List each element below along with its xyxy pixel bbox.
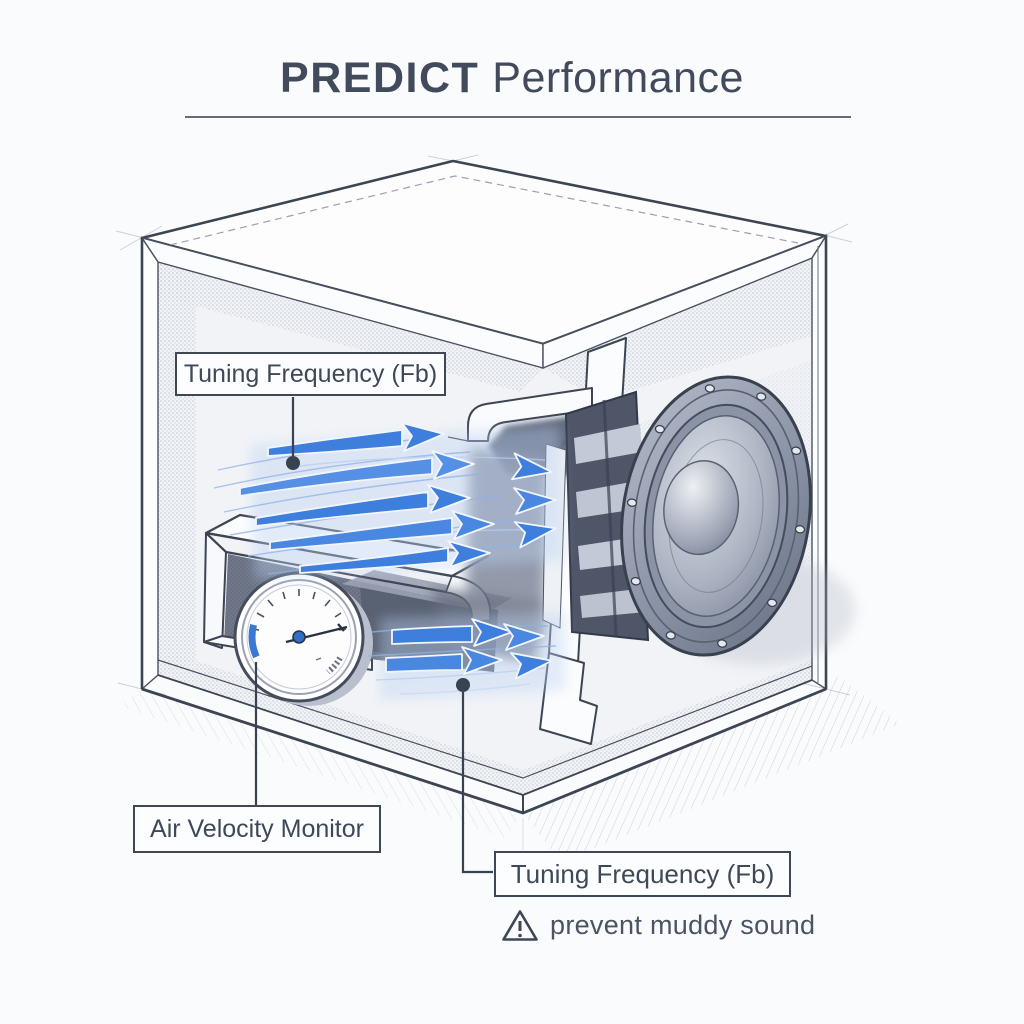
leader-line-tuning-bottom [461, 692, 493, 874]
leader-dot [286, 456, 300, 470]
warning-triangle-icon [502, 910, 538, 941]
callout-air-velocity-monitor: Air Velocity Monitor [133, 805, 381, 853]
gauge-blue-zone [248, 586, 350, 688]
callout-label: Tuning Frequency (Fb) [510, 858, 775, 889]
callout-leaders [254, 397, 493, 874]
gauge-hub [292, 630, 306, 644]
airflow-arrows-main [239, 422, 557, 574]
title-rest: Performance [492, 54, 744, 102]
mounting-bolts [626, 384, 806, 648]
airflow-arrows-lower [385, 618, 553, 680]
callout-label: Air Velocity Monitor [150, 814, 364, 843]
air-velocity-gauge [233, 571, 373, 706]
callout-label: Tuning Frequency (Fb) [183, 359, 438, 388]
speaker-driver [620, 375, 812, 657]
gauge-dense-ticks [326, 656, 343, 675]
leader-dot [456, 678, 470, 692]
ground-shadow-hatching [120, 676, 900, 862]
dust-cap [663, 460, 740, 556]
top-face-hidden-edge [169, 175, 799, 246]
left-wall-edge [141, 235, 159, 691]
callout-tuning-frequency-bottom: Tuning Frequency (Fb) [494, 851, 791, 897]
warning-text: prevent muddy sound [550, 910, 816, 940]
title-underline [185, 116, 851, 118]
title-emphasis: PREDICT [280, 54, 480, 102]
callout-tuning-frequency-top: Tuning Frequency (Fb) [175, 352, 446, 396]
warning-note: prevent muddy sound [501, 908, 815, 943]
